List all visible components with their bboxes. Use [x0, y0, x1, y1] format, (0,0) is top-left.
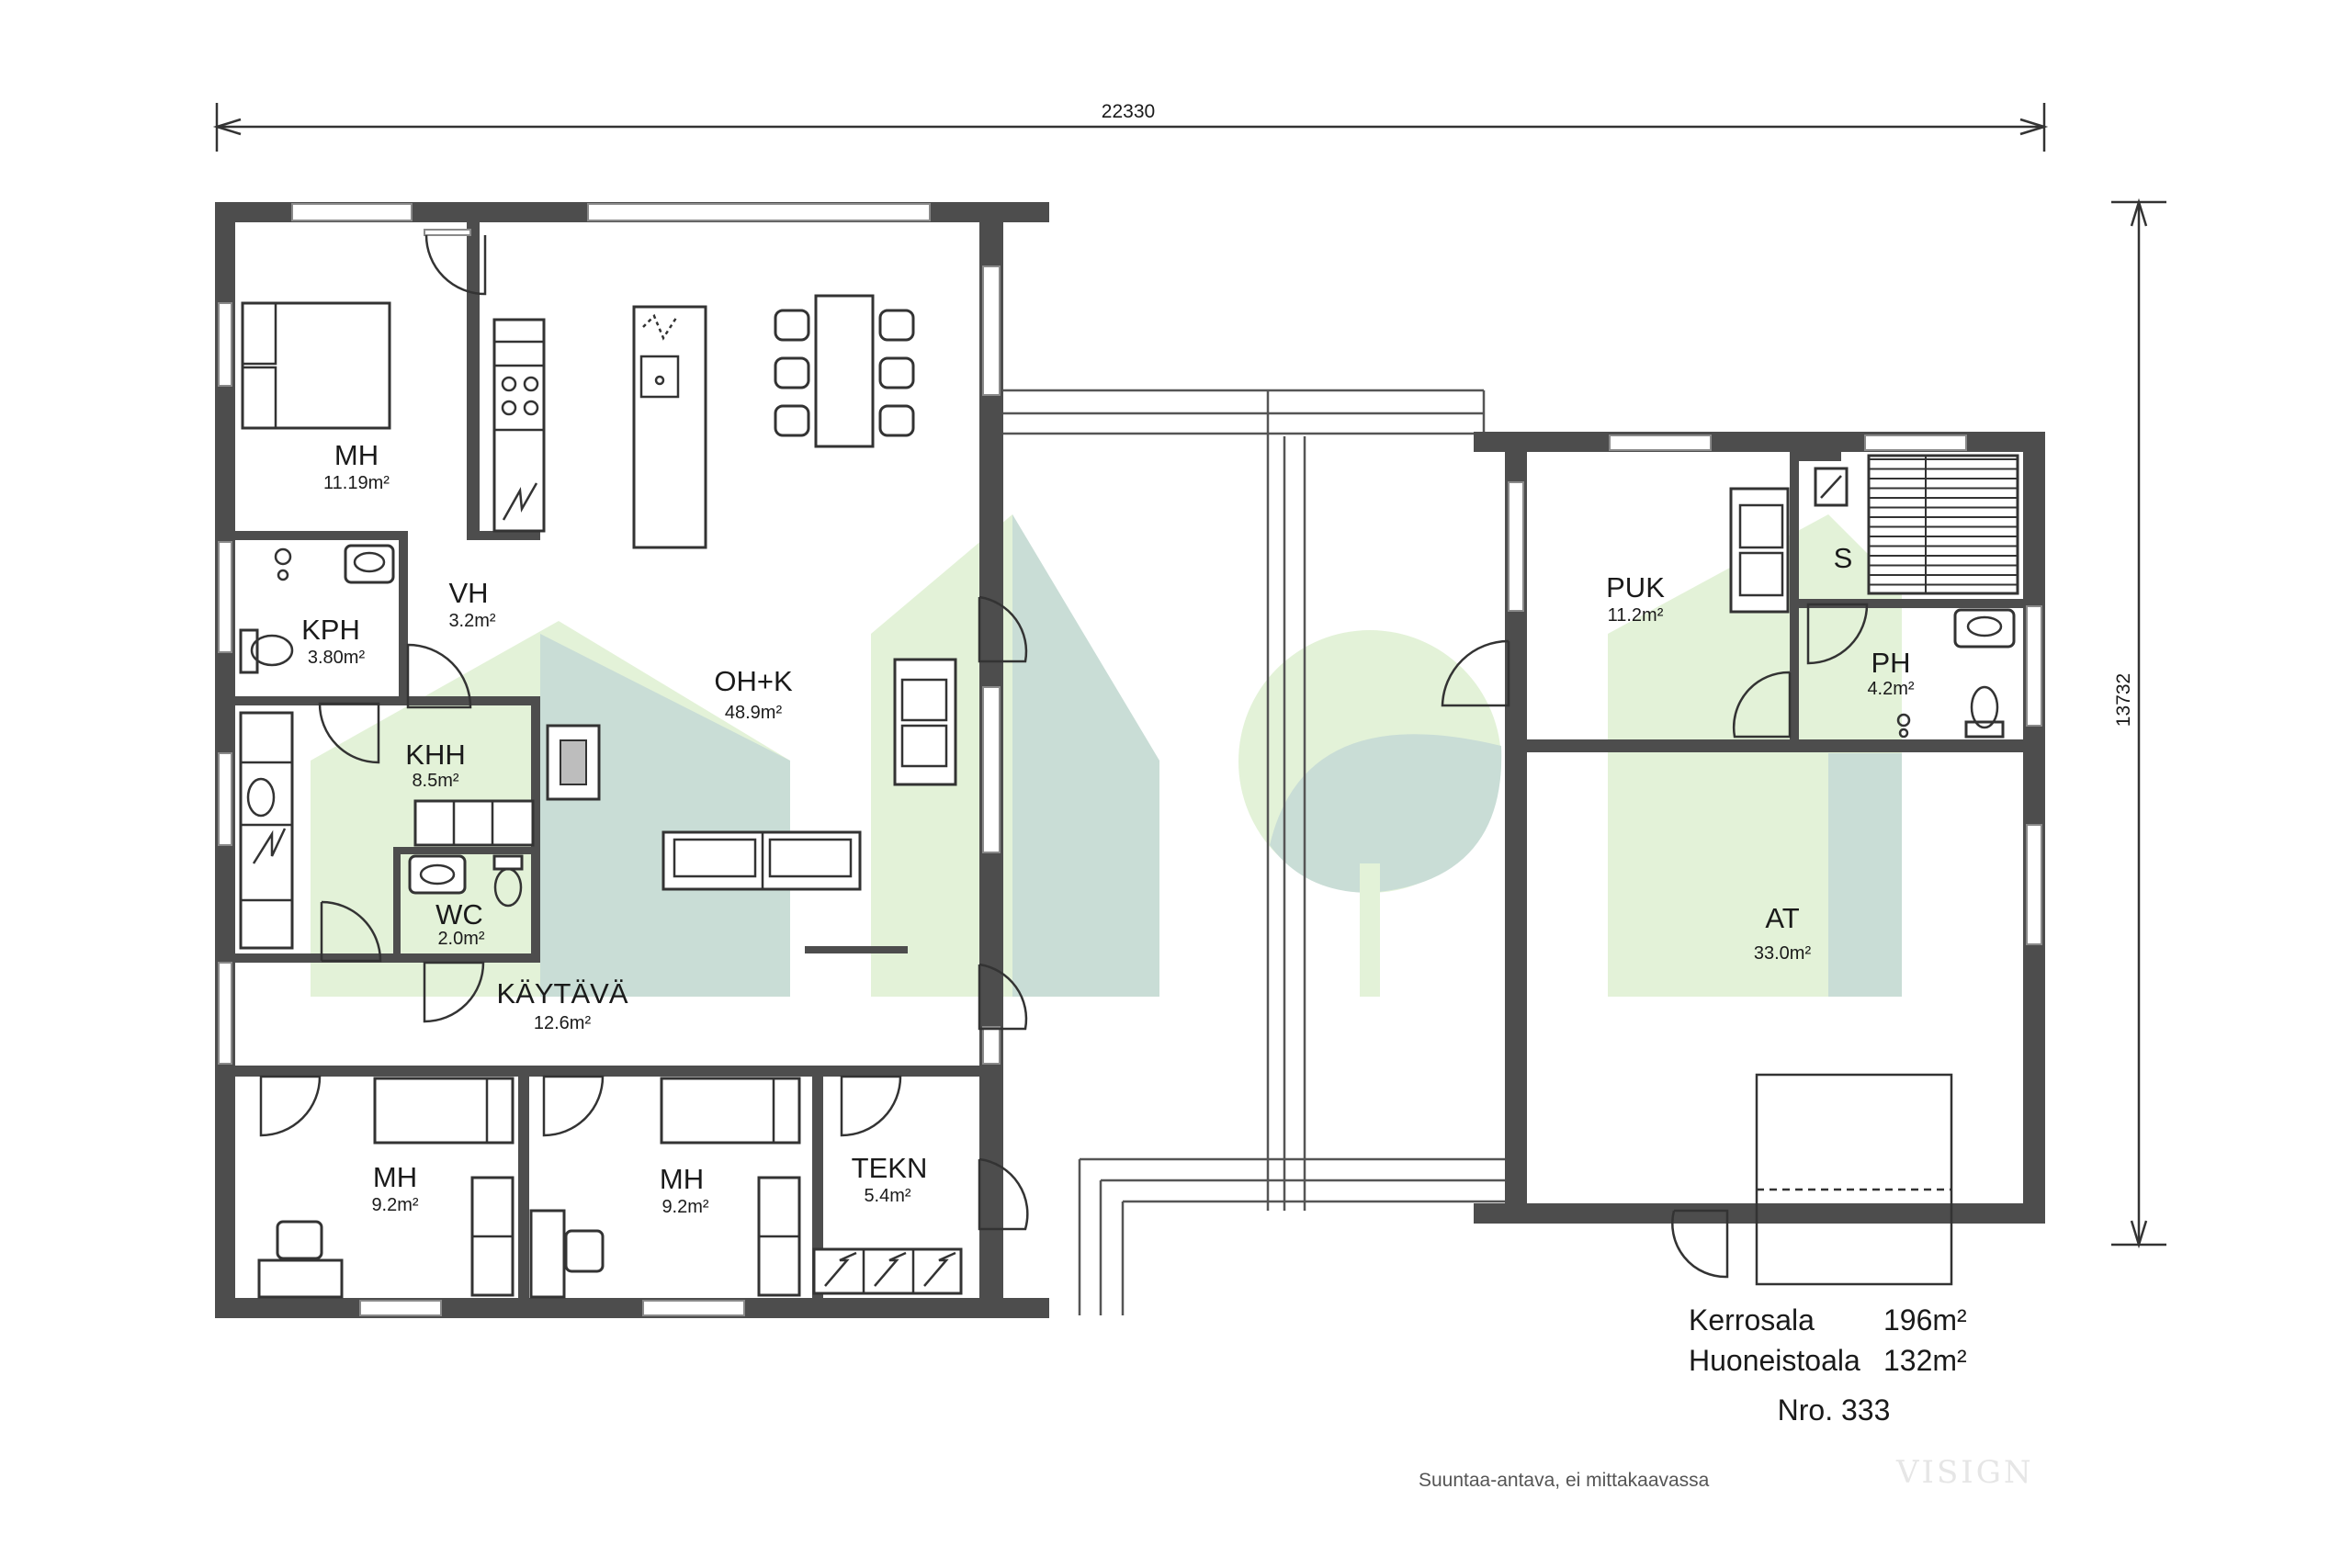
sofa — [893, 658, 957, 786]
tree-watermark — [1238, 630, 1502, 997]
plan-number: Nro. 333 — [1778, 1393, 1891, 1427]
room-area-mh2: 9.2m² — [371, 1195, 418, 1215]
room-labels: MH 11.19m² KPH 3.80m² VH 3.2m² OH+K 48.9… — [301, 439, 1915, 1217]
kph-fixtures — [239, 544, 395, 674]
depth-dimension: 13732 — [2111, 197, 2166, 1249]
room-label-ph: PH — [1871, 647, 1910, 679]
technical-equipment — [812, 1247, 963, 1295]
single-bed — [660, 1077, 801, 1145]
double-bed — [241, 301, 391, 430]
room-area-tekn: 5.4m² — [864, 1186, 910, 1206]
width-dimension-label: 22330 — [1102, 101, 1155, 122]
room-label-khh: KHH — [405, 739, 465, 771]
room-area-ph: 4.2m² — [1867, 679, 1914, 699]
doors — [259, 229, 1953, 1286]
width-dimension: 22330 — [212, 101, 2049, 152]
room-area-mh3: 9.2m² — [662, 1197, 708, 1217]
sauna-benches — [1814, 454, 2019, 595]
room-area-kph: 3.80m² — [308, 648, 366, 668]
room-label-mh1: MH — [334, 439, 379, 471]
room-area-puk: 11.2m² — [1608, 605, 1664, 626]
room-label-ohk: OH+K — [714, 665, 793, 697]
laundry-counter — [239, 711, 535, 950]
room-label-mh3: MH — [660, 1163, 704, 1195]
huoneistoala-value: 132m² — [1883, 1344, 1967, 1377]
terrace — [1001, 389, 1516, 1315]
area-summary: Kerrosala 196m² Huoneistoala 132m² Nro. … — [1689, 1303, 1967, 1427]
room-label-kph: KPH — [301, 614, 360, 646]
room-label-mh2: MH — [373, 1161, 417, 1193]
single-bed — [373, 1077, 514, 1145]
furniture — [239, 294, 2019, 1299]
room-label-s: S — [1834, 542, 1853, 574]
watermark-logo — [311, 514, 1902, 997]
fireplace — [546, 724, 601, 801]
disclaimer-note: Suuntaa-antava, ei mittakaavassa — [1419, 1470, 1710, 1491]
room-label-wc: WC — [435, 898, 483, 931]
kerrosala-label: Kerrosala — [1689, 1303, 1815, 1337]
room-label-at: AT — [1765, 902, 1799, 934]
room-area-ohk: 48.9m² — [725, 703, 783, 723]
room-area-at: 33.0m² — [1754, 943, 1812, 964]
room-label-puk: PUK — [1606, 571, 1665, 604]
room-area-kaytava: 12.6m² — [534, 1013, 592, 1033]
huoneistoala-label: Huoneistoala — [1689, 1344, 1860, 1377]
dining-table — [774, 294, 915, 448]
windows — [218, 203, 2042, 1316]
kerrosala-value: 196m² — [1883, 1303, 1967, 1337]
sofa — [662, 830, 862, 891]
room-area-vh: 3.2m² — [448, 611, 495, 631]
kitchen-counter — [492, 318, 546, 533]
house-watermark — [311, 621, 790, 997]
wc-fixtures — [408, 854, 524, 908]
room-area-wc: 2.0m² — [437, 929, 484, 949]
room-label-vh: VH — [448, 577, 488, 609]
house-watermark — [1608, 514, 1902, 997]
sofa — [1729, 487, 1790, 614]
brand-logo-text: VISIGN — [1895, 1454, 2034, 1491]
room-area-khh: 8.5m² — [412, 771, 458, 791]
kitchen-island — [632, 305, 707, 549]
ph-fixtures — [1896, 608, 2016, 739]
room-label-tekn: TEKN — [852, 1152, 928, 1184]
room-label-kaytava: KÄYTÄVÄ — [497, 977, 628, 1010]
room-area-mh1: 11.19m² — [323, 473, 390, 493]
depth-dimension-label: 13732 — [2113, 673, 2134, 727]
